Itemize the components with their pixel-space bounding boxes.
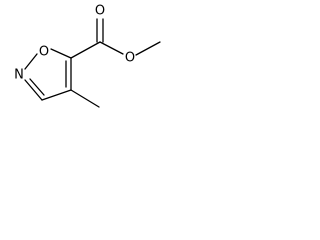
bond-o1-n2: [24, 53, 38, 70]
bond-carbonyl-ester-o: [99, 41, 124, 55]
atom-ester-oxygen: O: [125, 51, 135, 66]
molecule-structure: O N O O: [14, 4, 161, 108]
atom-ring-nitrogen: N: [14, 68, 24, 83]
bond-n2-c3-inner: [29, 78, 45, 96]
bond-ester-o-methyl: [135, 41, 161, 56]
bond-c5-carbonyl: [70, 41, 101, 59]
bond-c3-c4: [41, 89, 72, 101]
bond-n2-c3: [24, 79, 43, 101]
atom-labels: O N O O: [14, 4, 135, 83]
bond-c4-methyl: [70, 89, 100, 108]
atom-carbonyl-oxygen: O: [95, 4, 105, 19]
atom-ring-oxygen: O: [39, 45, 49, 60]
bonds: [24, 18, 161, 108]
bond-c5-o1: [50, 48, 72, 59]
